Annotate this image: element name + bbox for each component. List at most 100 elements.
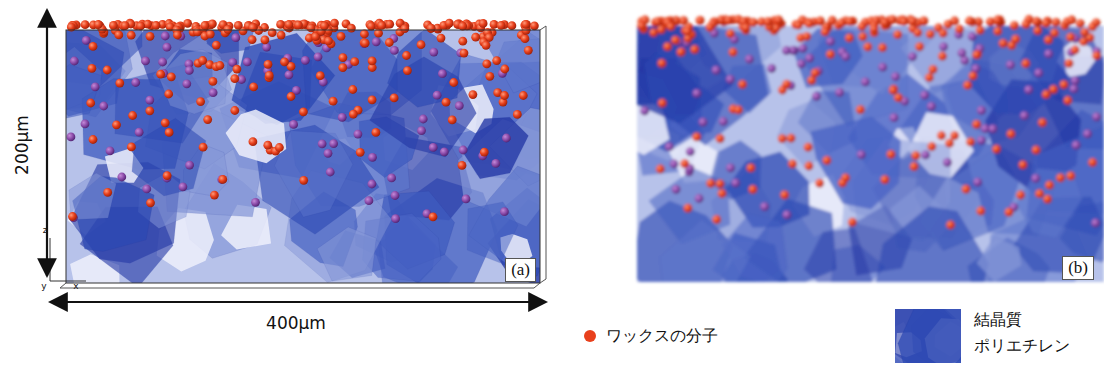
wax-molecule: [417, 126, 426, 135]
wax-molecule: [377, 21, 386, 30]
dimension-arrow: [50, 301, 546, 303]
wax-molecule: [82, 36, 91, 45]
wax-molecule: [68, 212, 77, 221]
wax-molecule: [400, 24, 409, 33]
wax-molecule: [469, 90, 478, 99]
crystal-grain: [275, 131, 353, 217]
wax-molecule: [209, 88, 218, 97]
wax-molecule: [94, 20, 103, 29]
wax-molecule: [212, 41, 221, 50]
wax-molecule: [778, 86, 787, 95]
wax-molecule: [287, 92, 296, 101]
wax-molecule: [929, 65, 938, 74]
wax-molecule: [106, 146, 115, 155]
wax-molecule: [285, 20, 294, 29]
wax-molecule: [391, 214, 400, 223]
legend-swatch: [584, 330, 596, 342]
wax-molecule: [500, 91, 509, 100]
wax-molecule: [521, 34, 530, 43]
crystal-grain: [976, 237, 1022, 282]
wax-molecule: [848, 218, 857, 227]
wax-molecule: [231, 33, 240, 42]
wax-molecule: [1042, 19, 1051, 28]
wax-molecule: [326, 168, 335, 177]
wax-molecule: [330, 19, 339, 28]
wax-molecule: [1088, 158, 1097, 167]
crystal-grain: [644, 26, 769, 146]
wax-molecule: [492, 56, 501, 65]
crystal-grain: [226, 109, 287, 163]
simulation-panel: [592, 0, 1104, 322]
wax-molecule: [243, 58, 252, 67]
wax-molecule: [823, 156, 832, 165]
wax-molecule: [277, 31, 286, 40]
legend-text: 結晶質 ポリエチレン: [974, 307, 1086, 360]
wax-molecule: [223, 25, 232, 34]
wax-molecule: [1020, 111, 1029, 120]
wax-molecule: [939, 29, 948, 38]
panel-frame: [60, 283, 540, 288]
wax-molecule: [86, 99, 95, 108]
wax-molecule: [141, 57, 150, 66]
wax-molecule: [881, 18, 890, 27]
wax-molecule: [764, 17, 773, 26]
crystal-grain: [804, 228, 873, 282]
wax-molecule: [67, 133, 76, 142]
crystal-region: [895, 309, 961, 363]
wax-molecule: [348, 85, 357, 94]
wax-molecule: [657, 25, 666, 34]
wax-molecule: [1021, 59, 1030, 68]
wax-molecule: [200, 21, 209, 30]
wax-molecule: [103, 188, 112, 197]
wax-molecule: [1050, 29, 1059, 38]
wax-molecule: [471, 33, 480, 42]
wax-molecule: [480, 148, 489, 157]
wax-molecule: [767, 64, 776, 73]
wax-molecule: [1007, 130, 1016, 139]
wax-molecule: [856, 105, 865, 114]
wax-molecule: [530, 21, 539, 30]
wax-molecule: [208, 19, 217, 28]
wax-molecule: [774, 16, 783, 25]
wax-molecule: [683, 27, 692, 36]
wax-molecule: [338, 113, 347, 122]
wax-molecule: [482, 60, 491, 69]
wax-molecule: [458, 37, 467, 46]
wax-molecule: [649, 28, 658, 37]
wax-molecule: [161, 32, 170, 41]
wax-molecule: [1032, 17, 1041, 26]
wax-molecule: [972, 50, 981, 59]
wax-molecule: [185, 161, 194, 170]
wax-molecule: [433, 91, 442, 100]
wax-molecule: [429, 212, 438, 221]
wax-molecule: [887, 150, 896, 159]
dimension-label: 400μm: [266, 313, 326, 333]
wax-molecule: [458, 161, 467, 170]
wax-molecule: [927, 142, 936, 151]
wax-molecule: [913, 28, 922, 37]
wax-molecule: [156, 70, 165, 79]
wax-molecule: [455, 101, 464, 110]
wax-molecule: [1063, 96, 1072, 105]
wax-molecule: [185, 66, 194, 75]
wax-molecule: [365, 196, 374, 205]
wax-molecule: [1016, 191, 1025, 200]
wax-molecule: [695, 194, 704, 203]
wax-molecule: [136, 22, 145, 31]
wax-molecule: [112, 120, 121, 129]
wax-molecule: [1011, 35, 1020, 44]
wax-molecule: [861, 77, 870, 86]
wax-molecule: [1010, 21, 1019, 30]
wax-molecule: [680, 159, 689, 168]
wax-molecule: [749, 18, 758, 27]
wax-molecule: [368, 180, 377, 189]
wax-molecule: [684, 204, 693, 213]
wax-molecule: [1083, 130, 1092, 139]
wax-molecule: [248, 23, 257, 32]
wax-molecule: [976, 207, 985, 216]
wax-molecule: [462, 195, 471, 204]
wax-molecule: [280, 58, 289, 67]
crystal-grain: [794, 29, 863, 88]
crystal-grain: [69, 173, 116, 220]
wax-molecule: [163, 43, 172, 52]
